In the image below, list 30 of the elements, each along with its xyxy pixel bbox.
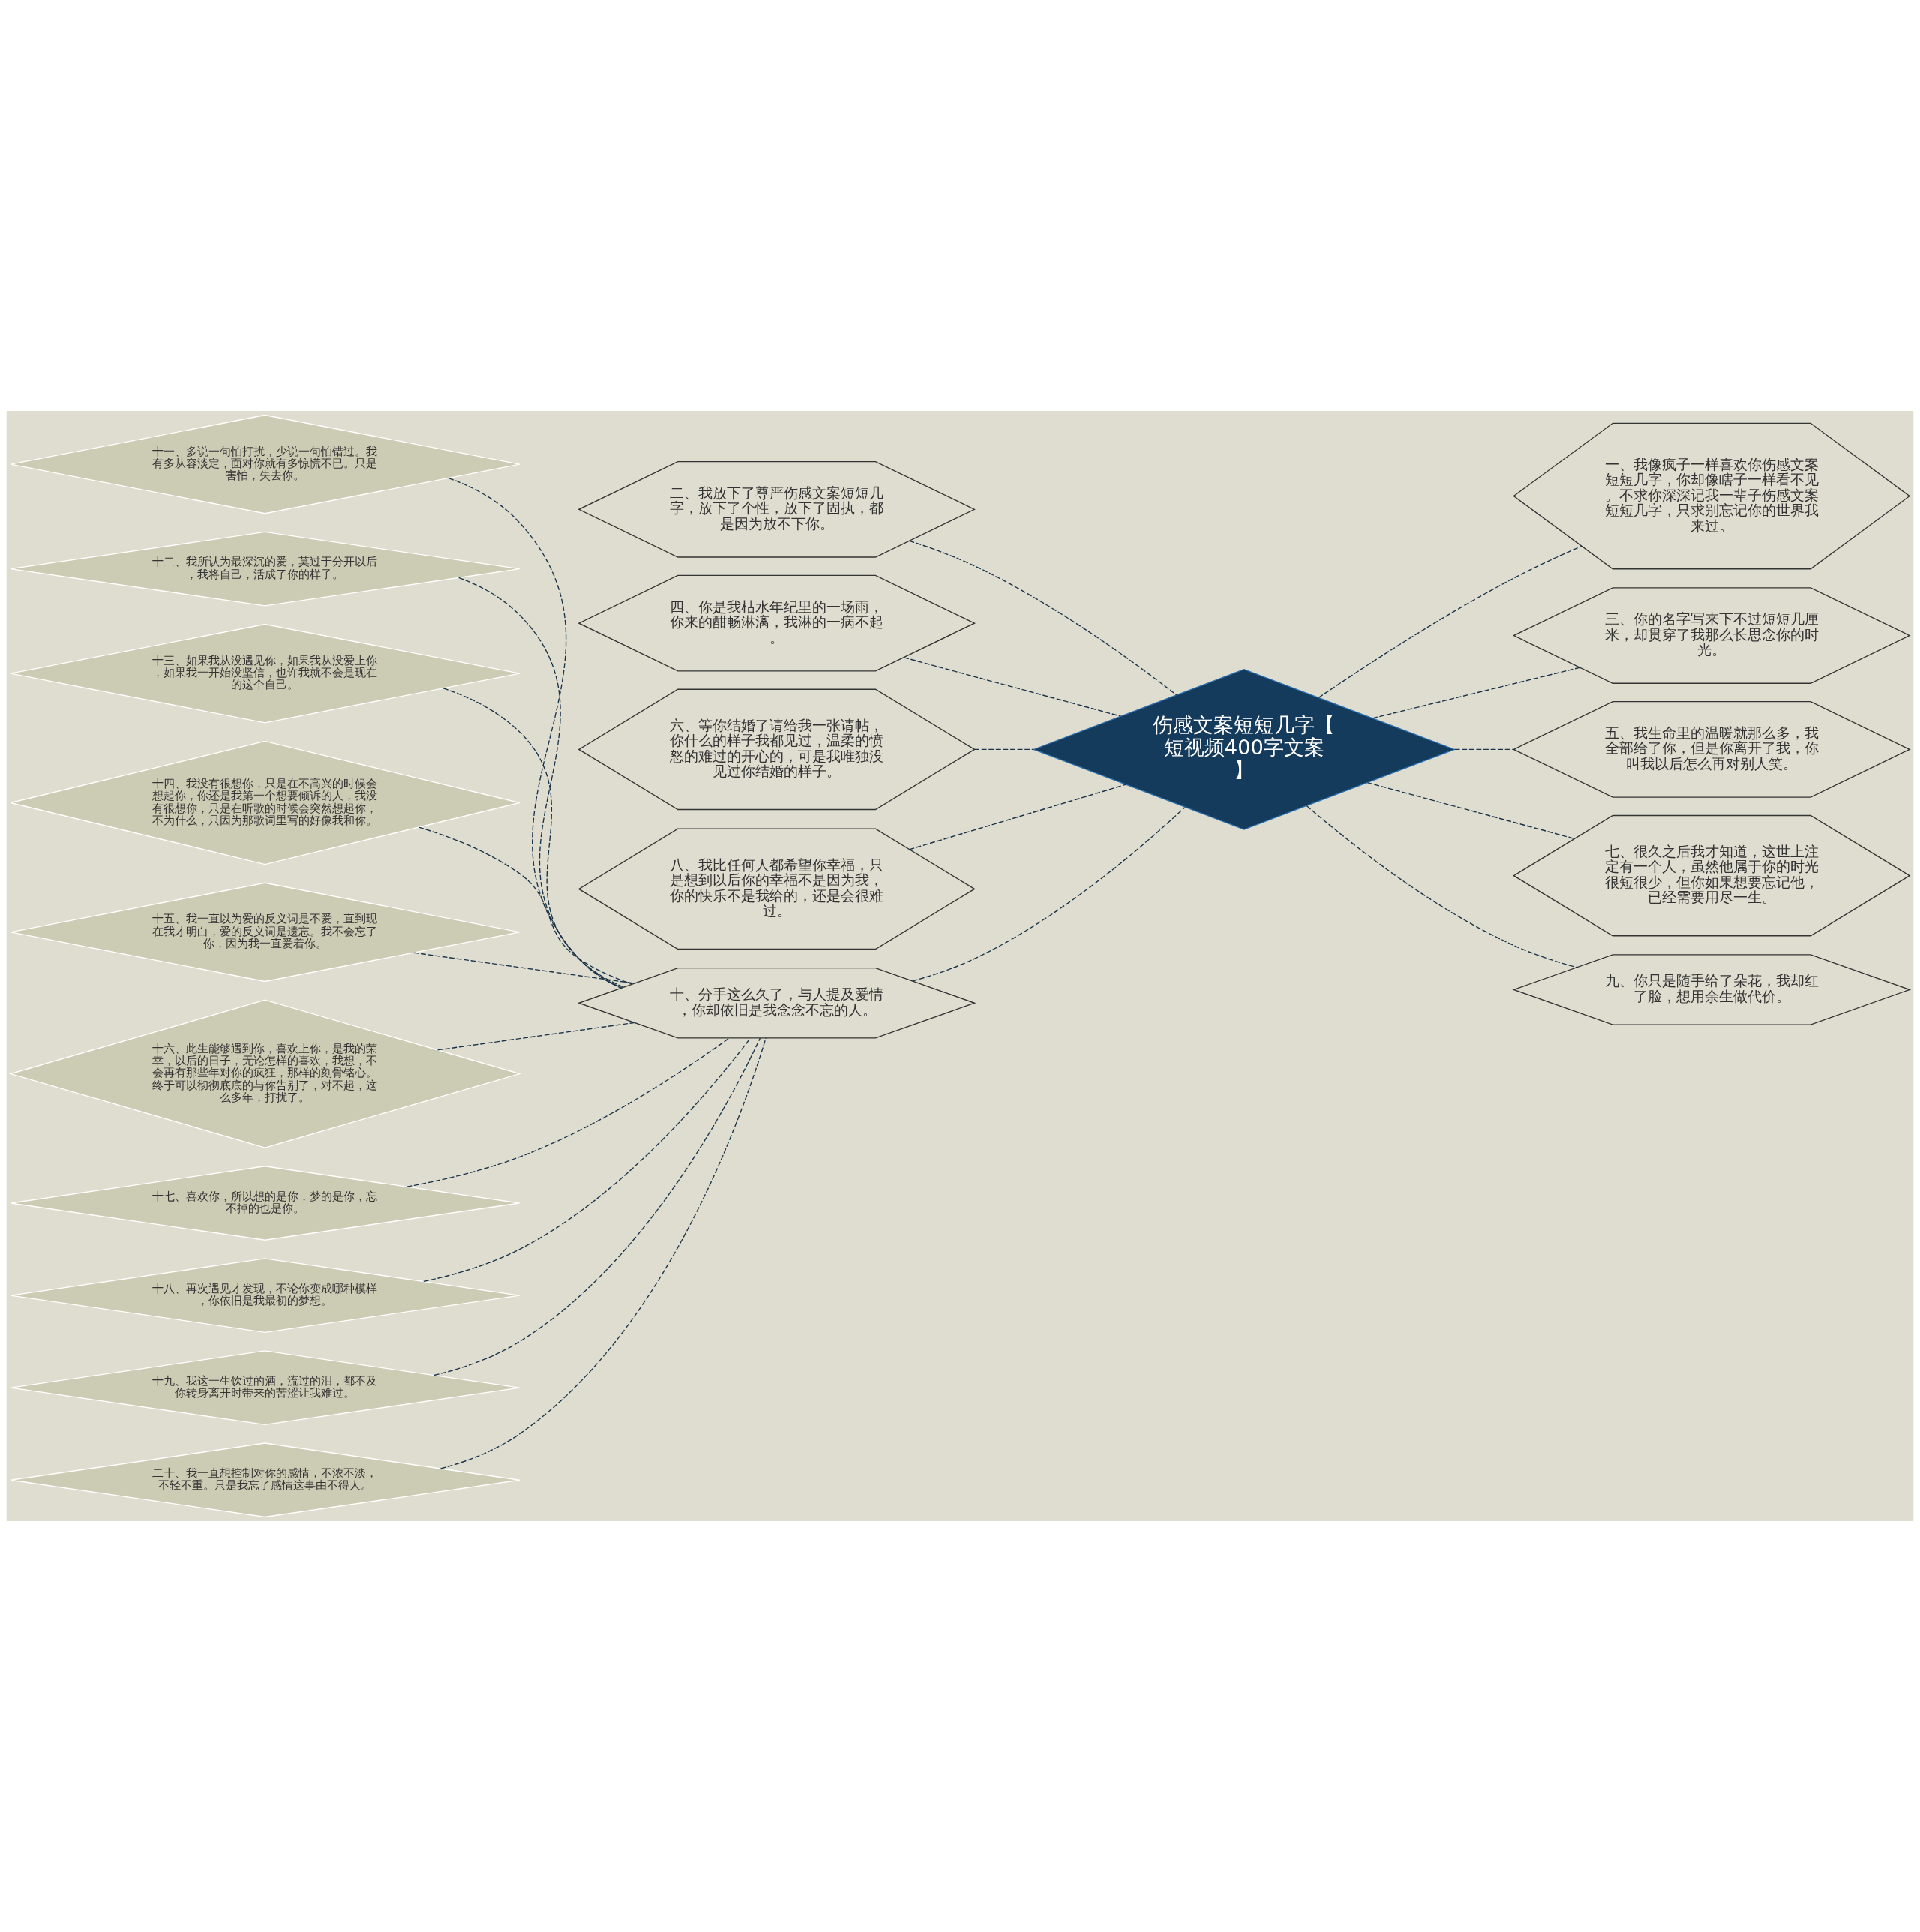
connector xyxy=(1372,667,1580,719)
connector xyxy=(1306,805,1577,968)
connector xyxy=(448,477,622,988)
connector xyxy=(440,1037,766,1469)
node-diamond: 十四、我没有很想你，只是在不高兴的时候会想起你，你还是我第一个想要倾诉的人，我没有很想你，只是在听歌的时候会突然想起你，不为什么，只因为那歌词里写的好像我和你。 xyxy=(10,740,520,866)
connector xyxy=(458,577,622,988)
connector xyxy=(903,657,1122,717)
connector xyxy=(908,540,1178,696)
connector xyxy=(909,784,1127,850)
connector xyxy=(442,688,625,988)
node-diamond: 十五、我一直以为爱的反义词是不爱，直到现在我才明白，爱的反义词是遗忘。我不会忘了你，因为我一直爱着你。 xyxy=(10,882,520,982)
node-diamond: 十八、再次遇见才发现，不论你变成哪种模样，你依旧是我最初的梦想。 xyxy=(10,1258,520,1333)
node-diamond: 十九、我这一生饮过的酒，流过的泪，都不及你转身离开时带来的苦涩让我难过。 xyxy=(10,1350,520,1426)
node-diamond: 十七、喜欢你，所以想的是你，梦的是你，忘不掉的也是你。 xyxy=(10,1166,520,1240)
connector xyxy=(974,748,1034,751)
connector xyxy=(418,826,633,985)
node-diamond: 十一、多说一句怕打扰，少说一句怕错过。我有多从容淡定，面对你就有多惊慌不已。只是害怕，失去你。 xyxy=(10,414,520,514)
connector xyxy=(912,807,1186,982)
connector xyxy=(434,1037,761,1376)
connector xyxy=(1454,748,1515,751)
connector xyxy=(423,1037,751,1282)
node-diamond: 十三、如果我从没遇见你，如果我从没爱上你，如果我一开始没坚信，也许我就不会是现在的这个自己。 xyxy=(10,623,520,724)
connector xyxy=(436,1022,635,1051)
connector xyxy=(1366,782,1575,840)
node-diamond: 伤感文案短短几字【短视频400字文案】 xyxy=(1032,668,1456,830)
node-diamond: 十二、我所认为最深沉的爱，莫过于分开以后，我将自己，活成了你的样子。 xyxy=(10,531,520,607)
node-diamond: 十六、此生能够遇到你，喜欢上你，是我的荣幸，以后的日子，无论怎样的喜欢，我想，不会再有那些年对你的疯狂，那样的刻骨铭心。终于可以彻彻底底的与你告别了，对不起，这么多年，打扰了。 xyxy=(8,999,522,1148)
connector xyxy=(1318,545,1582,699)
connector xyxy=(406,1037,730,1187)
node-diamond: 二十、我一直想控制对你的感情，不浓不淡，不轻不重。只是我忘了感情这事由不得人。 xyxy=(10,1442,520,1518)
